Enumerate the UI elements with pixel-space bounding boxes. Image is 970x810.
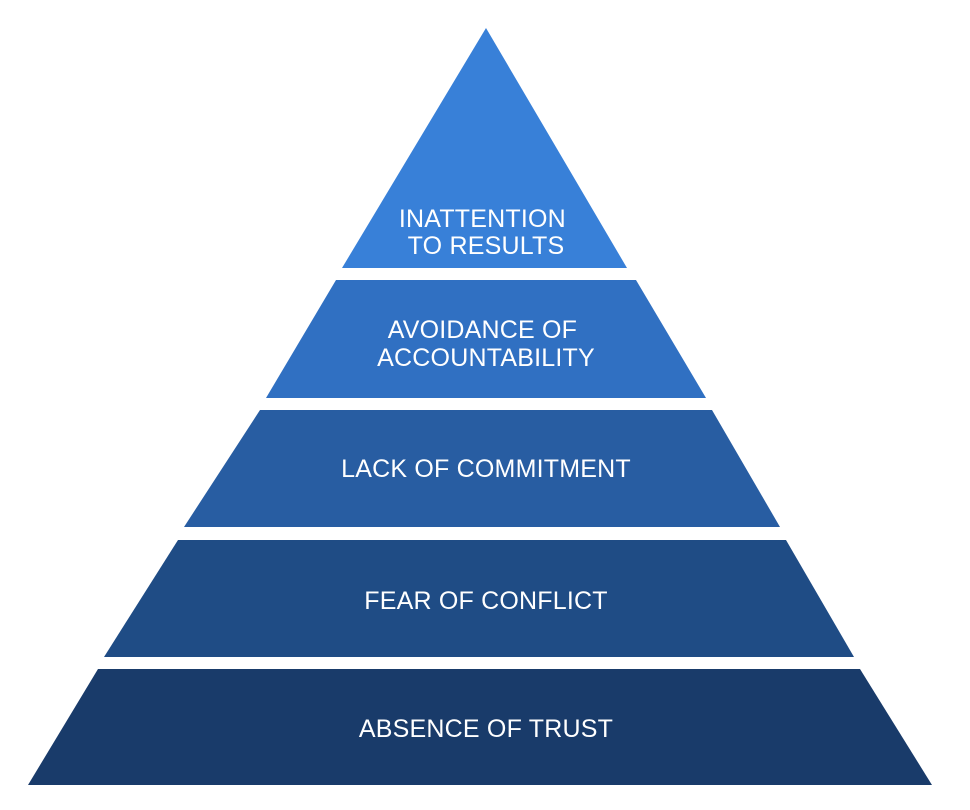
pyramid-level-3-label-line-1: LACK OF COMMITMENT: [341, 455, 631, 483]
pyramid-level-1-label: INATTENTION TO RESULTS: [399, 205, 573, 260]
pyramid-level-4: FEAR OF CONFLICT: [104, 540, 854, 657]
pyramid-level-4-shape: [104, 540, 854, 657]
pyramid-level-5-label-line-1: ABSENCE OF TRUST: [359, 715, 613, 743]
pyramid-level-5: ABSENCE OF TRUST: [28, 669, 932, 785]
pyramid-level-2: AVOIDANCE OF ACCOUNTABILITY: [266, 280, 706, 398]
pyramid-level-2-label-line-1: AVOIDANCE OF: [388, 316, 577, 344]
pyramid-level-1-label-line-1: INATTENTION: [399, 205, 566, 233]
pyramid-level-2-shape: [266, 280, 706, 398]
pyramid-level-4-label: FEAR OF CONFLICT: [364, 587, 607, 615]
pyramid-level-2-label: AVOIDANCE OF ACCOUNTABILITY: [377, 316, 595, 372]
pyramid-level-3: LACK OF COMMITMENT: [184, 410, 780, 527]
pyramid-level-5-label: ABSENCE OF TRUST: [359, 715, 613, 743]
pyramid-level-4-label-line-1: FEAR OF CONFLICT: [364, 587, 607, 615]
pyramid-level-3-label: LACK OF COMMITMENT: [341, 455, 631, 483]
pyramid-level-2-label-line-2: ACCOUNTABILITY: [377, 344, 595, 372]
pyramid-level-1-shape: [342, 28, 627, 268]
pyramid-level-1: INATTENTION TO RESULTS: [342, 28, 627, 268]
pyramid-level-3-shape: [184, 410, 780, 527]
pyramid-level-5-shape: [28, 669, 932, 785]
pyramid-level-1-label-line-2: TO RESULTS: [408, 232, 565, 260]
